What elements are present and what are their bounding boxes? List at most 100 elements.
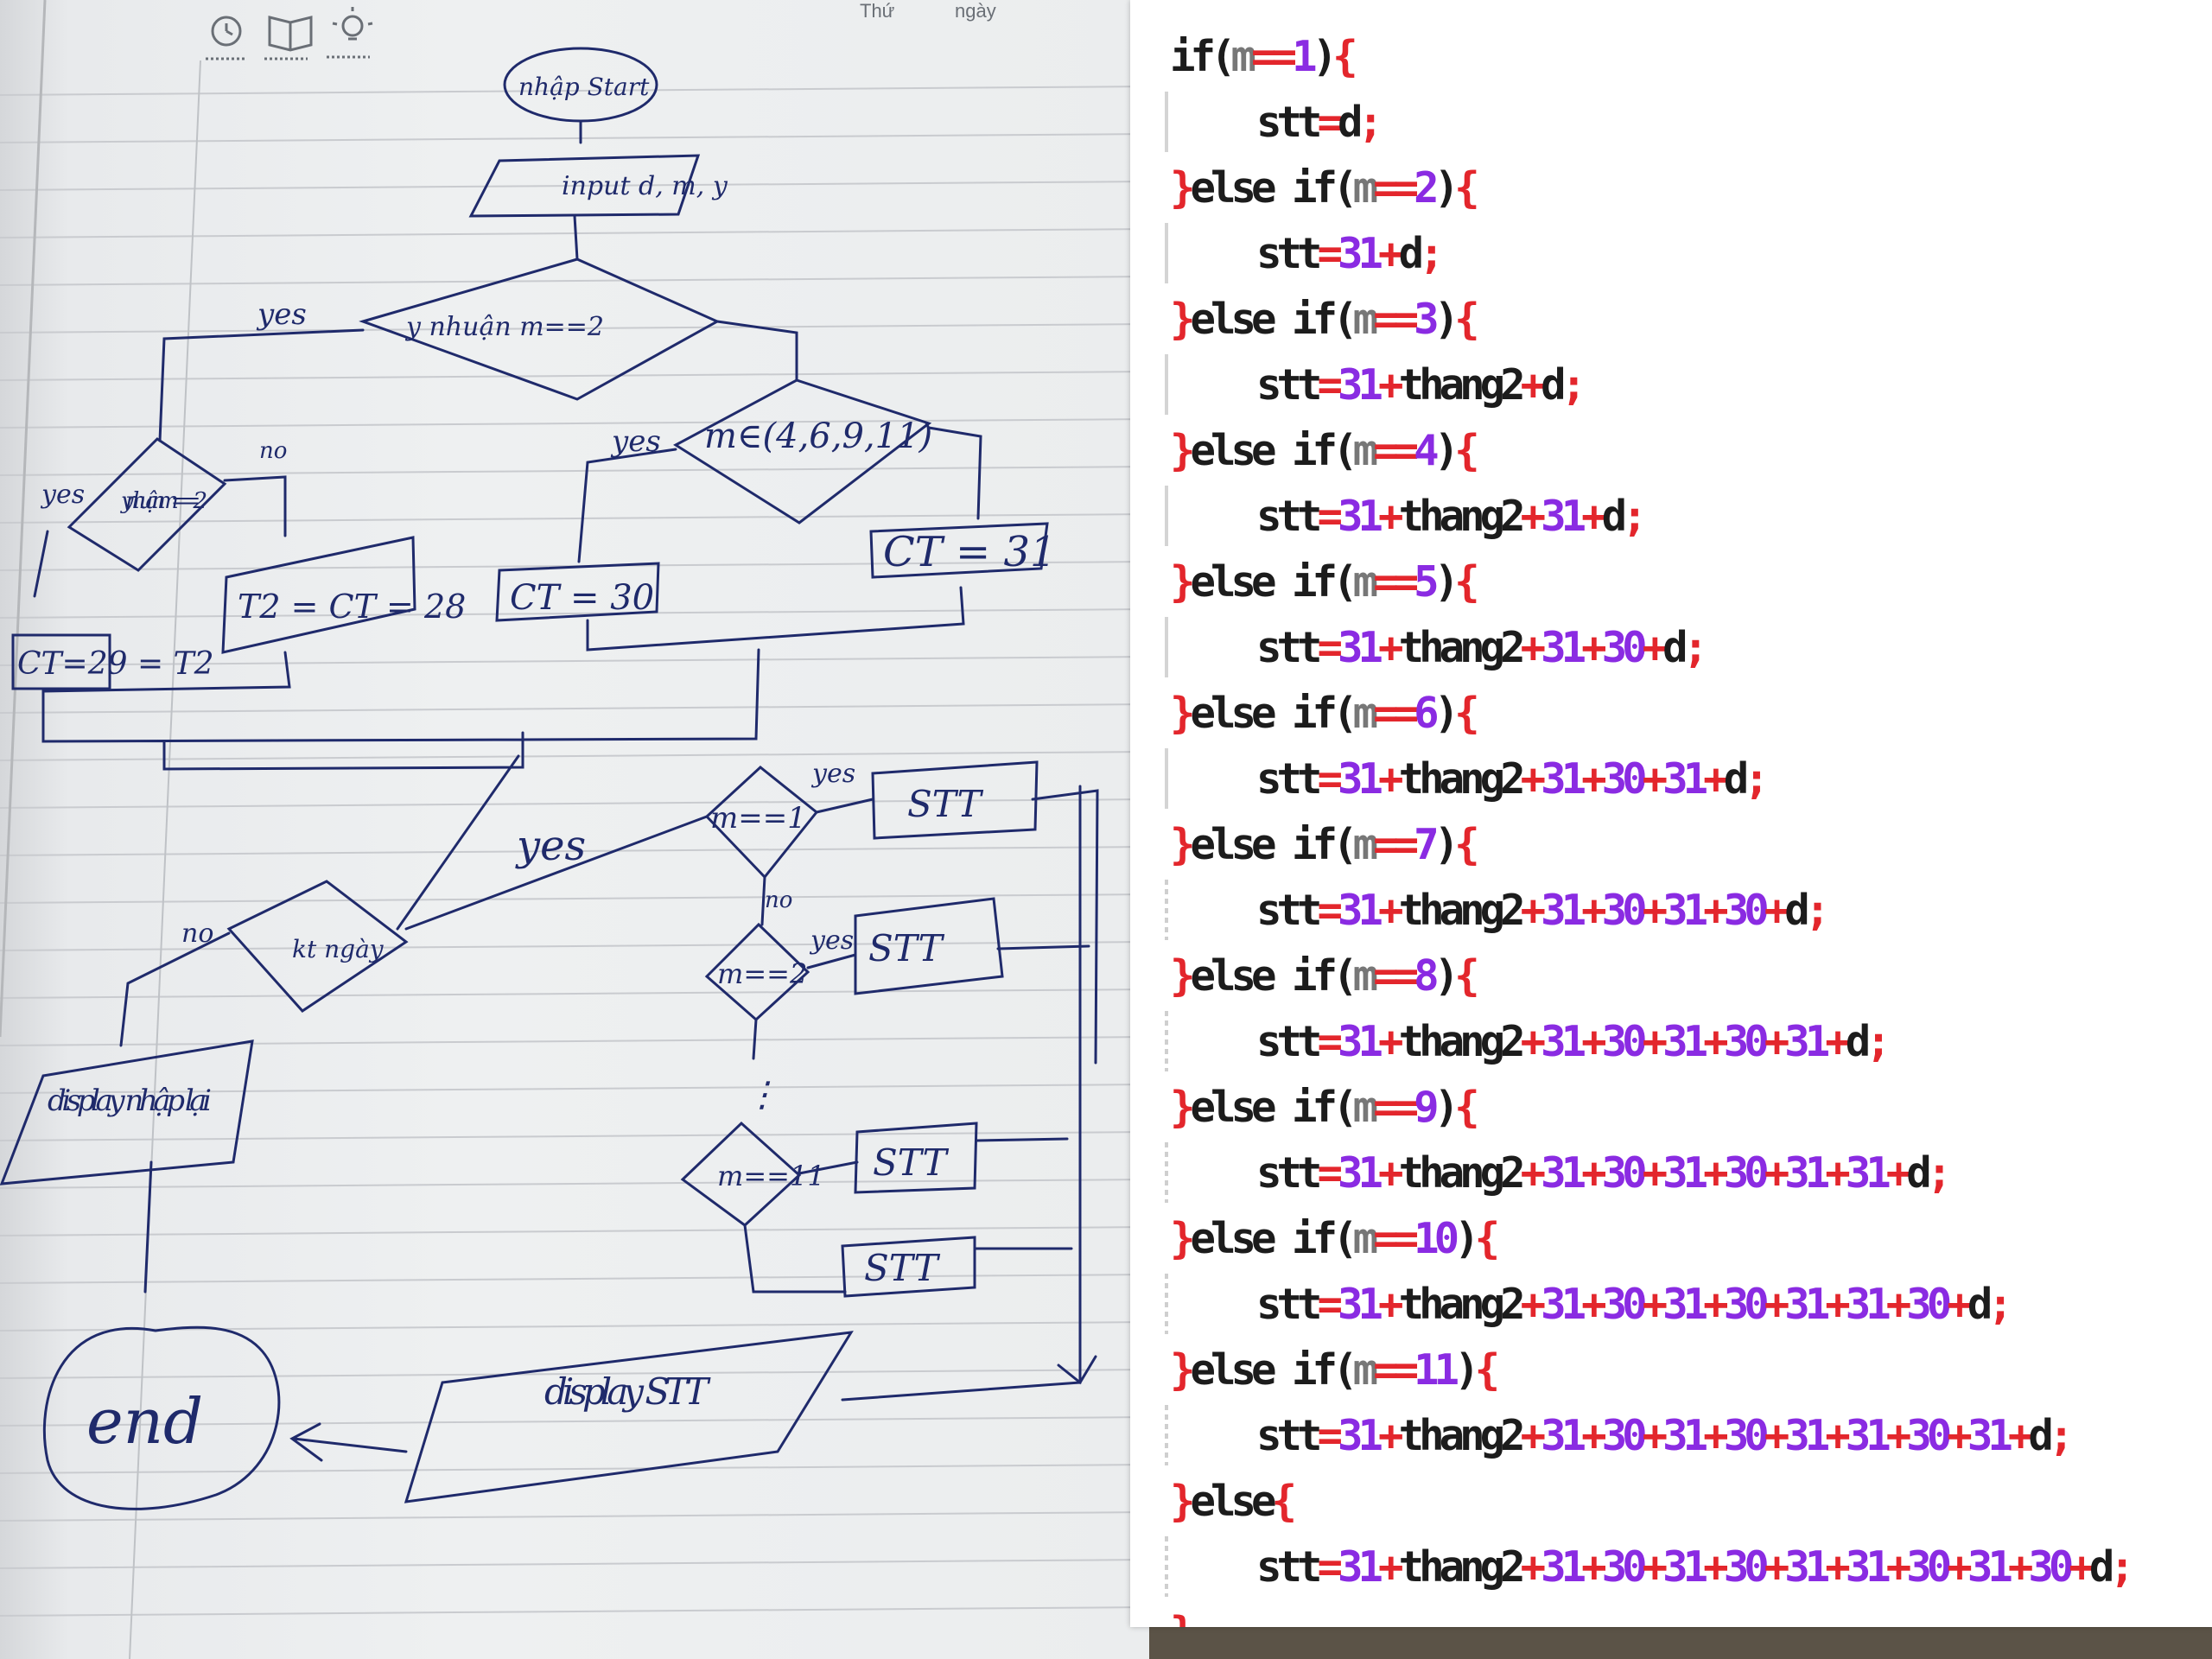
indent-guide	[1165, 1536, 1168, 1597]
line-set-no	[927, 426, 982, 520]
arrow-stt2-right	[996, 944, 1090, 950]
label-stt-1: STT	[907, 783, 984, 825]
line-m2-down	[752, 1018, 758, 1060]
valid-decision-diamond	[226, 880, 409, 1013]
stt-box-1	[871, 760, 1039, 840]
label-ct31: CT = 31	[883, 528, 1057, 576]
label-display-stt: display STT	[544, 1370, 711, 1413]
arrow-m11-stt	[798, 1160, 859, 1175]
label-end: end	[86, 1385, 203, 1458]
label-t2-28: T2 = CT = 28	[238, 588, 466, 626]
code-line: stt=d;	[1256, 98, 1383, 147]
code-line: }else{	[1170, 1477, 1297, 1526]
label-display-error: display nhập lại	[48, 1084, 212, 1118]
code-line: }else if(m==8){	[1170, 951, 1480, 1001]
line-valid-yes	[404, 815, 709, 931]
indent-guide	[1165, 1274, 1168, 1334]
label-m1: m==1	[710, 801, 806, 836]
indent-guide	[1165, 748, 1168, 809]
code-line: stt=31+thang2+31+30+31+30+d;	[1256, 886, 1830, 935]
indent-guide	[1165, 223, 1168, 283]
label-yes-4: yes	[515, 822, 586, 870]
label-month-set: m∈(4,6,9,11)	[704, 416, 932, 456]
label-yes-6: yes	[809, 925, 854, 956]
leap-year-diamond	[67, 437, 227, 572]
code-line: stt=31+d;	[1256, 229, 1444, 278]
label-m11: m==11	[717, 1160, 825, 1192]
code-line: stt=31+thang2+31+30+31+d;	[1256, 754, 1770, 804]
label-input: input d, m, y	[562, 171, 728, 201]
code-line: stt=31+thang2+d;	[1256, 360, 1586, 410]
label-stt-2: STT	[868, 927, 945, 969]
line-valid-yes-top	[396, 754, 520, 931]
label-yes-2: yes	[40, 480, 85, 510]
code-line: }else if(m==11){	[1170, 1345, 1500, 1395]
label-yes-3: yes	[610, 424, 661, 459]
code-line: }else if(m==4){	[1170, 426, 1480, 475]
box-t2-28	[221, 536, 416, 654]
code-line: }else if(m==9){	[1170, 1083, 1480, 1132]
code-screenshot: if(m==1){ stt=d; }else if(m==2){ stt=31+d;}…	[1130, 0, 2212, 1627]
line-error-end	[143, 1160, 153, 1294]
code-line: stt=31+thang2+31+30+31+30+31+31+30+31+30…	[1256, 1542, 2135, 1592]
code-line: }else if(m==7){	[1170, 820, 1480, 869]
display-stt-box	[404, 1331, 854, 1503]
margin-line	[129, 60, 201, 1659]
label-no-3: no	[765, 887, 792, 913]
arrow-stt1-right	[1031, 789, 1099, 1065]
arrow-m1-stt	[815, 798, 874, 814]
line-set-yes	[577, 448, 677, 563]
label-stt-4: STT	[864, 1247, 941, 1289]
arrow-display-end	[289, 1422, 408, 1462]
indent-guide	[1165, 354, 1168, 415]
code-line: }else if(m==2){	[1170, 163, 1480, 213]
open-book-icon	[264, 16, 313, 60]
stt-box-3	[854, 1122, 978, 1194]
code-line: stt=31+thang2+31+30+31+30+31+31+30+31+d;	[1256, 1411, 2074, 1460]
box-ct31	[869, 522, 1049, 579]
label-dots: ⋮	[745, 1075, 779, 1115]
alarm-clock-icon	[206, 16, 245, 60]
line-m1-no	[760, 875, 766, 926]
stt-box-2	[854, 897, 1004, 995]
label-no-2: no	[181, 918, 213, 949]
label-yes-5: yes	[810, 759, 855, 789]
label-start: nhập Start	[518, 73, 650, 101]
m2-diamond	[704, 922, 810, 1022]
code-line: stt=31+thang2+31+30+31+30+31+31+d;	[1256, 1148, 1952, 1198]
arrow-input-decision	[573, 214, 579, 261]
code-line: stt=31+thang2+31+30+d;	[1256, 623, 1708, 672]
indent-guide	[1165, 1142, 1168, 1203]
box-ct30	[495, 562, 660, 622]
label-valid: kt ngày	[292, 935, 385, 963]
code-line: stt=31+thang2+31+30+31+30+31+d;	[1256, 1017, 1891, 1066]
ruled-lines	[0, 86, 1149, 1617]
page-edge	[0, 0, 47, 1038]
display-error-box	[0, 1039, 254, 1185]
label-ct29: CT=29 = T2	[17, 646, 214, 682]
code-line: }	[1170, 1602, 1195, 1627]
code-line: if(m==1){	[1170, 32, 1358, 81]
indent-guide	[1165, 1011, 1168, 1071]
code-line: }else if(m==5){	[1170, 557, 1480, 607]
code-line: stt=31+thang2+31+d;	[1256, 492, 1648, 541]
label-no-1: no	[259, 438, 287, 464]
line-decision-left	[158, 328, 365, 442]
label-leap-decision: y nhuận m==2	[404, 312, 604, 342]
right-bus	[841, 785, 1097, 1402]
indent-guide	[1165, 880, 1168, 940]
line-valid-no	[119, 931, 231, 1047]
line-m11-else	[743, 1224, 847, 1294]
header-ngay: ngày	[955, 0, 996, 22]
label-ct30: CT = 30	[510, 578, 654, 618]
flowchart-labels: nhập Start input d, m, y y nhuận m==2 ye…	[17, 73, 1057, 1458]
merge-lines	[41, 586, 965, 771]
label-yes-1: yes	[256, 297, 307, 332]
input-parallelogram	[468, 154, 701, 218]
line-leap-yes	[33, 530, 49, 598]
notebook-drawing: nhập Start input d, m, y y nhuận m==2 ye…	[0, 0, 1149, 1659]
code-line: }else if(m==6){	[1170, 689, 1480, 738]
header-thu: Thứ	[860, 0, 895, 22]
arrow-m2-stt	[806, 953, 857, 969]
label-m2: m==2	[717, 957, 807, 990]
